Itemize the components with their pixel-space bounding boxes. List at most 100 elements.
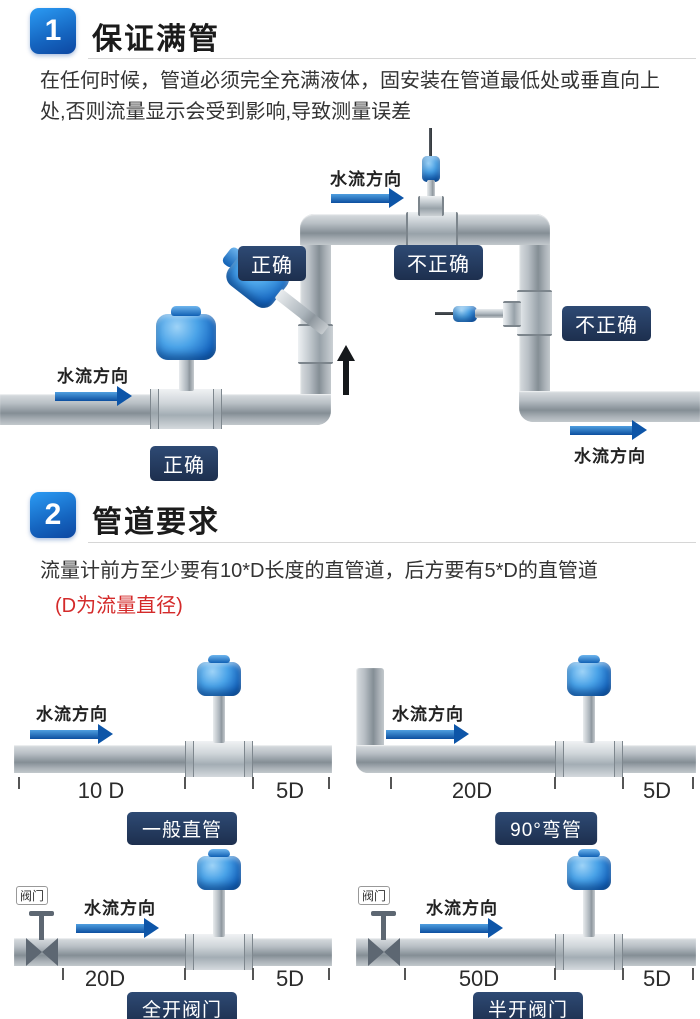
badge-valve-half: 半开阀门 xyxy=(472,992,584,1019)
dimension-tick xyxy=(622,777,624,789)
section2-note: (D为流量直径) xyxy=(55,595,183,617)
flow-arrow-icon xyxy=(30,724,113,744)
transmitter-head xyxy=(567,856,611,890)
dimension-label-back: 5D xyxy=(275,778,305,803)
flow-direction-label-top: 水流方向 xyxy=(330,170,402,189)
section2-divider xyxy=(88,542,696,543)
sensor-base-fitting xyxy=(418,196,444,216)
section1-divider xyxy=(88,58,696,59)
valve-icon xyxy=(384,938,400,966)
valve-icon xyxy=(368,938,384,966)
dimension-tick xyxy=(184,968,186,980)
pipe xyxy=(14,938,332,966)
dimension-tick xyxy=(62,968,64,980)
sensor-blue-body xyxy=(422,156,440,182)
pipe xyxy=(14,745,332,773)
dimension-tick xyxy=(252,777,254,789)
sensor-stem xyxy=(583,695,595,743)
section1-description: 在任何时候，管道必须完全充满液体，固安装在管道最低处或垂直向上处,否则流量显示会… xyxy=(40,70,660,123)
flow-meter-body xyxy=(555,741,623,777)
dimension-tick xyxy=(622,968,624,980)
dimension-tick xyxy=(18,777,20,789)
sensor-rod xyxy=(427,180,435,198)
pipe-bottom-right xyxy=(519,391,700,422)
section2-number-box: 2 xyxy=(30,492,76,538)
dimension-label-front: 10 D xyxy=(77,778,125,803)
sensor-base-fitting xyxy=(503,301,521,327)
flow-arrow-icon-bottom-right xyxy=(570,420,647,440)
transmitter-cap xyxy=(171,306,201,316)
badge-correct-bottom: 正确 xyxy=(150,446,218,481)
dimension-tick xyxy=(328,777,330,789)
section1-title: 保证满管 xyxy=(92,23,220,56)
transmitter-cap xyxy=(208,849,230,857)
dimension-tick xyxy=(554,777,556,789)
section2-description: 流量计前方至少要有10*D长度的直管道，后方要有5*D的直管道 xyxy=(40,560,598,582)
flow-direction-label: 水流方向 xyxy=(392,705,464,724)
dimension-label-front: 20D xyxy=(451,778,493,803)
flow-meter-body xyxy=(150,389,222,429)
pipe-flange-right xyxy=(517,290,552,336)
flow-arrow-icon-top xyxy=(331,188,404,208)
transmitter-cap xyxy=(578,655,600,663)
dimension-label-back: 5D xyxy=(642,778,672,803)
pipe xyxy=(356,745,696,773)
valve-label: 阀门 xyxy=(358,886,391,905)
sensor-stem xyxy=(179,353,194,391)
dimension-tick xyxy=(554,968,556,980)
dimension-label-back: 5D xyxy=(275,966,305,991)
sensor-rod xyxy=(475,309,505,318)
transmitter-head xyxy=(197,856,241,890)
flow-arrow-icon xyxy=(420,918,503,938)
dimension-tick xyxy=(328,968,330,980)
transmitter-head xyxy=(156,314,216,360)
badge-90-bend: 90°弯管 xyxy=(495,812,597,845)
valve-handle xyxy=(29,911,54,916)
sensor-tip xyxy=(435,312,455,315)
dimension-label-front: 50D xyxy=(458,966,500,991)
flow-direction-label: 水流方向 xyxy=(36,705,108,724)
dimension-tick xyxy=(692,777,694,789)
up-arrow-icon xyxy=(336,345,356,395)
dimension-label-front: 20D xyxy=(84,966,126,991)
transmitter-head xyxy=(567,662,611,696)
badge-incorrect-top: 不正确 xyxy=(394,245,483,280)
badge-correct-slanted: 正确 xyxy=(238,246,306,281)
dimension-label-back: 5D xyxy=(642,966,672,991)
valve-handle xyxy=(371,911,396,916)
dimension-tick xyxy=(404,968,406,980)
flow-meter-body xyxy=(185,741,253,777)
pipe xyxy=(356,938,696,966)
flow-arrow-icon xyxy=(76,918,159,938)
dimension-tick xyxy=(252,968,254,980)
sensor-stem xyxy=(213,695,225,743)
transmitter-cap xyxy=(208,655,230,663)
flow-meter-body xyxy=(185,934,253,970)
sensor-stem xyxy=(583,889,595,937)
dimension-tick xyxy=(692,968,694,980)
section2-title: 管道要求 xyxy=(92,506,220,539)
section1-number-box: 1 xyxy=(30,8,76,54)
dimension-tick xyxy=(390,777,392,789)
flow-arrow-icon xyxy=(386,724,469,744)
flow-direction-label: 水流方向 xyxy=(84,899,156,918)
pipe-flange-top xyxy=(406,212,458,247)
valve-stem xyxy=(381,916,386,940)
sensor-right-insertion xyxy=(435,298,525,330)
flow-direction-label-left: 水流方向 xyxy=(57,367,129,386)
valve-icon xyxy=(42,938,58,966)
flow-direction-label: 水流方向 xyxy=(426,899,498,918)
flow-meter-body xyxy=(555,934,623,970)
sensor-blue-body xyxy=(453,306,477,322)
flow-arrow-icon-left xyxy=(55,386,132,406)
badge-straight-pipe: 一般直管 xyxy=(126,812,238,845)
flow-direction-label-bottom-right: 水流方向 xyxy=(574,447,646,466)
badge-valve-open: 全开阀门 xyxy=(126,992,238,1019)
sensor-tip xyxy=(429,128,432,160)
